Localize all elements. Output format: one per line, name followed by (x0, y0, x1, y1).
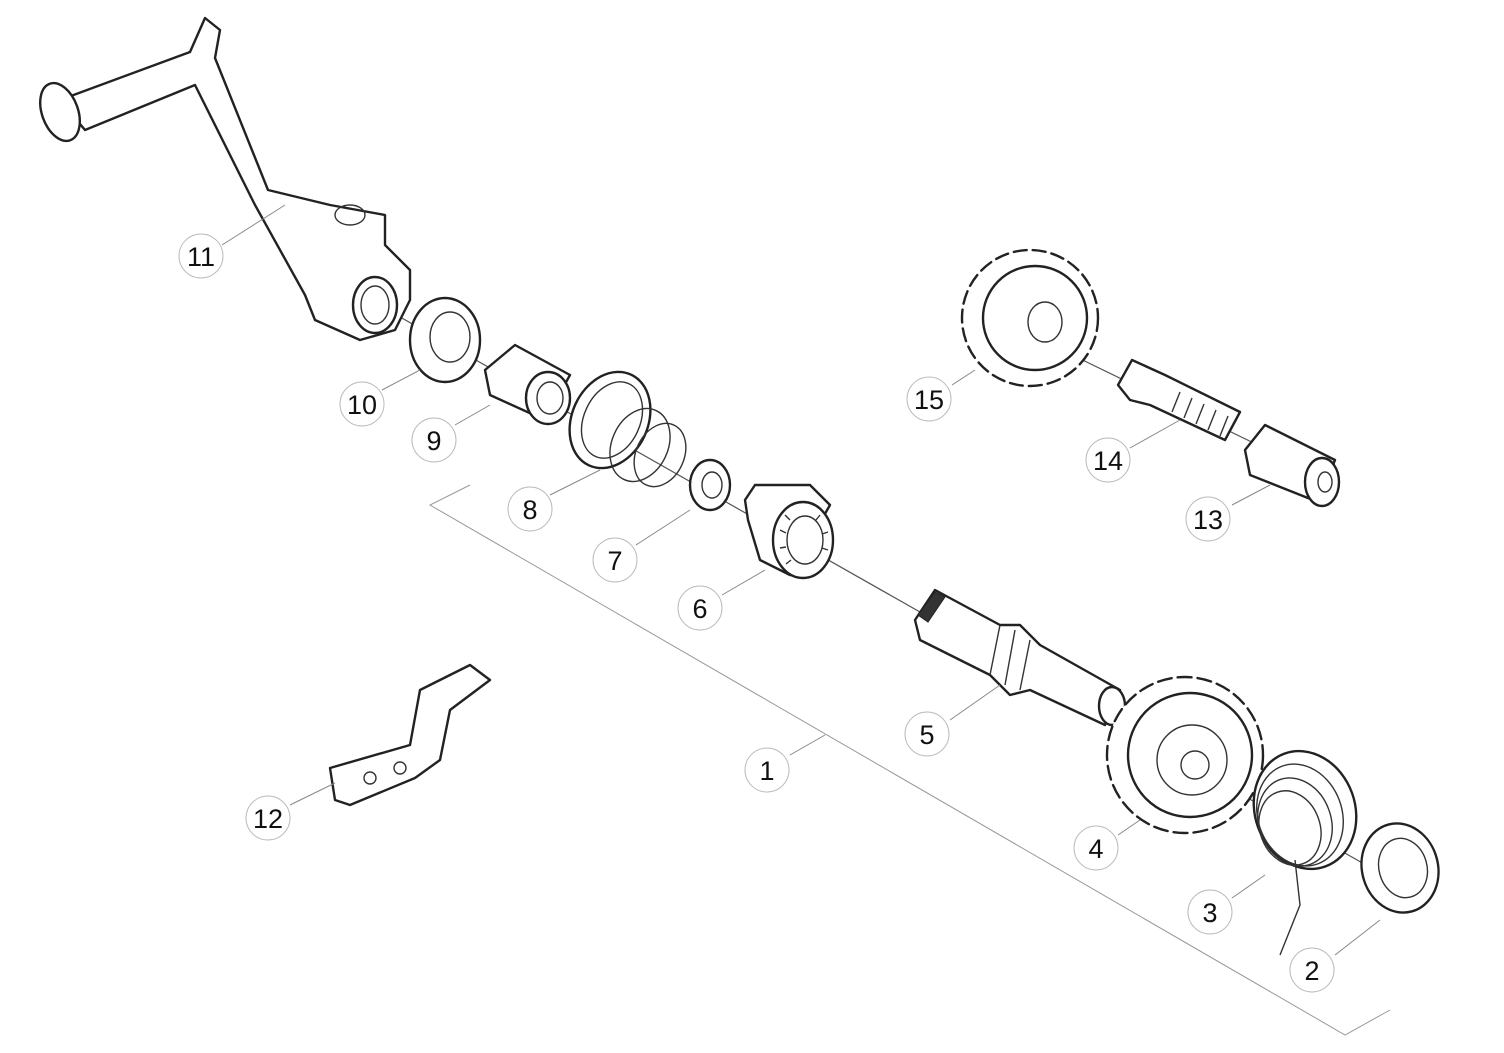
callout-8-label: 8 (522, 495, 537, 525)
callout-2: 2 (1289, 947, 1335, 993)
callout-14-label: 14 (1093, 446, 1123, 476)
callout-6: 6 (677, 585, 723, 631)
leader-lines (221, 204, 1381, 956)
torsion-spring-part (1252, 749, 1358, 956)
callout-6-label: 6 (692, 594, 707, 624)
callout-7-label: 7 (607, 546, 622, 576)
callout-12: 12 (245, 795, 291, 841)
callout-15-label: 15 (914, 385, 944, 415)
callout-15: 15 (906, 376, 952, 422)
washer-ring-part (1360, 822, 1440, 914)
seal-ring-part (408, 296, 482, 384)
bushing-part (483, 343, 572, 426)
callout-8: 8 (507, 486, 553, 532)
callout-5-label: 5 (919, 720, 934, 750)
washer-part (688, 458, 732, 512)
callout-11: 11 (178, 233, 224, 279)
callout-1-label: 1 (759, 756, 774, 786)
callout-4: 4 (1073, 825, 1119, 871)
callout-3: 3 (1187, 889, 1233, 935)
callout-13-label: 13 (1193, 505, 1223, 535)
callout-10: 10 (339, 381, 385, 427)
idler-gear-part (960, 248, 1100, 388)
spring-part (568, 370, 687, 488)
ratchet-part (743, 483, 835, 580)
callout-4-label: 4 (1088, 834, 1103, 864)
callout-7: 7 (592, 537, 638, 583)
callout-9: 9 (411, 417, 457, 463)
spacer-sleeve-part (1243, 423, 1341, 508)
callout-10-label: 10 (347, 390, 377, 420)
stopper-plate-part (328, 663, 492, 807)
callout-3-label: 3 (1202, 898, 1217, 928)
kick-gear-part (1105, 675, 1265, 835)
callout-9-label: 9 (426, 426, 441, 456)
shaft-part (913, 588, 1127, 727)
callout-12-label: 12 (253, 804, 283, 834)
assembly-bracket (428, 484, 1391, 1036)
bolt-part (1116, 358, 1242, 442)
callout-13: 13 (1185, 496, 1231, 542)
callout-1: 1 (744, 747, 790, 793)
callout-11-label: 11 (187, 242, 215, 272)
kick-lever-part (39, 16, 412, 342)
callout-14: 14 (1085, 437, 1131, 483)
callout-5: 5 (904, 711, 950, 757)
callout-2-label: 2 (1304, 956, 1319, 986)
